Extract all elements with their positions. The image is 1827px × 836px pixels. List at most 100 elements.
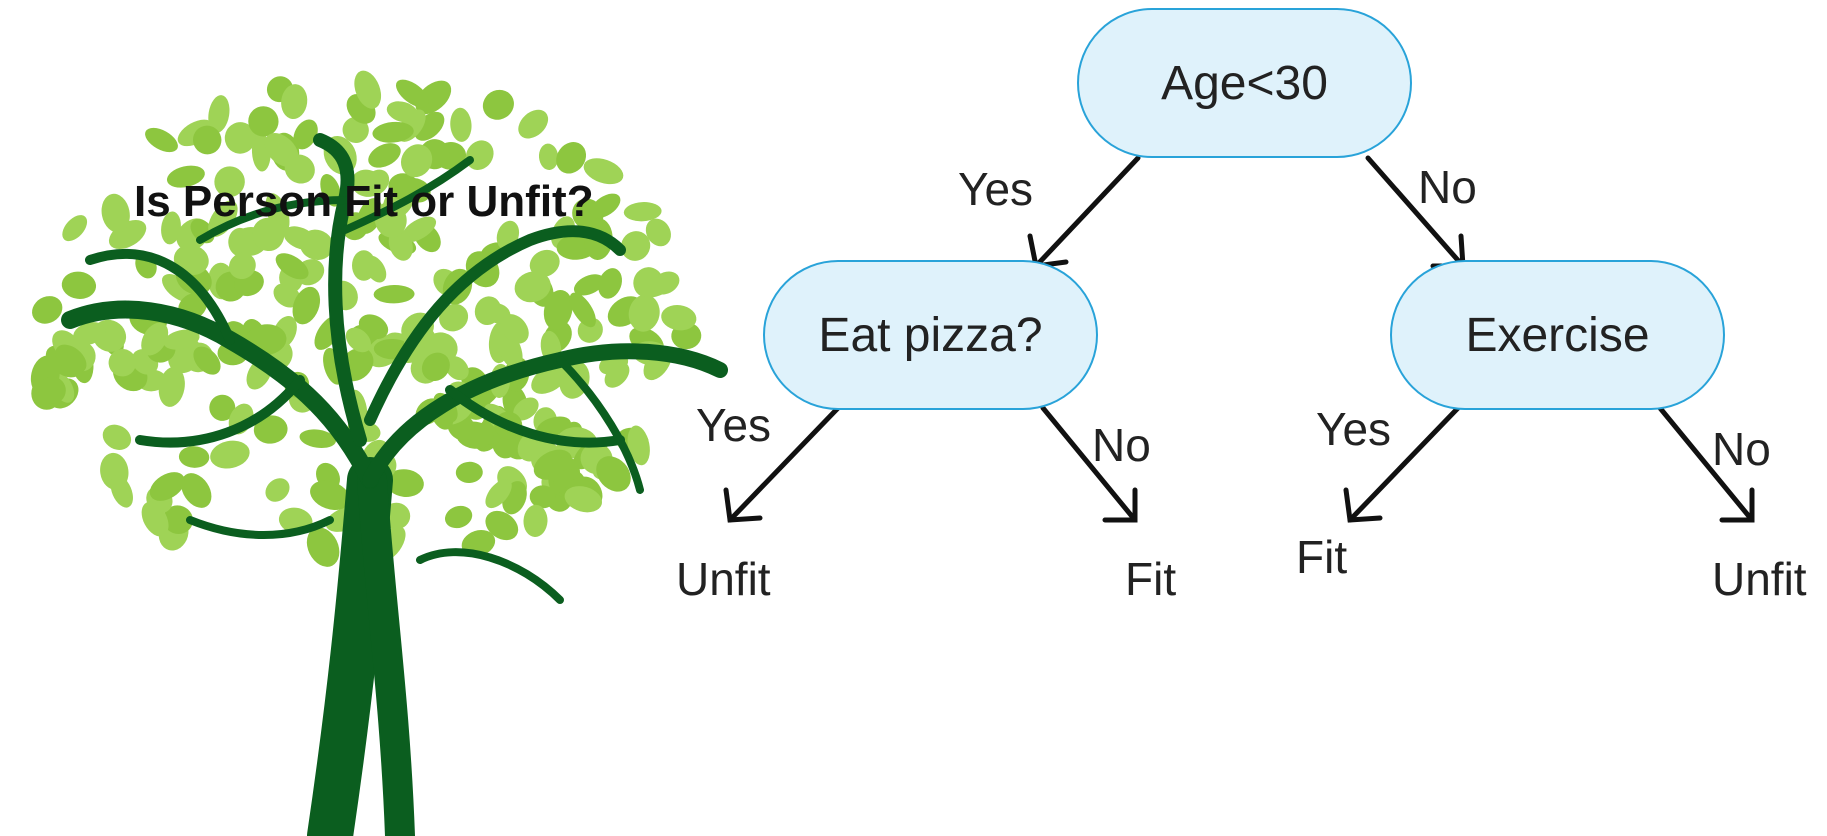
leaf-shape	[598, 268, 622, 299]
eat-pizza-node: Eat pizza?	[763, 260, 1098, 410]
arrow-right-no	[1657, 405, 1755, 523]
leaf-shape	[275, 253, 309, 280]
leaf-shape	[514, 271, 551, 303]
leaf-shape	[569, 292, 596, 328]
leaf-shape	[229, 252, 256, 280]
leaf-shape	[73, 322, 106, 345]
leaf-shape	[373, 284, 415, 304]
leaf-shape	[163, 329, 200, 350]
eat-pizza-node-label: Eat pizza?	[818, 308, 1043, 362]
leaf-shape	[386, 101, 419, 123]
leaf-shape	[248, 106, 279, 137]
leaf-shape	[543, 289, 573, 331]
leaf-shape	[102, 424, 132, 450]
tree-trunk	[61, 133, 728, 836]
leaf-shape	[193, 346, 221, 375]
leaf-shape	[299, 229, 334, 260]
leaf-shape	[395, 79, 430, 108]
leaf-shape	[450, 107, 472, 142]
leaf-shape	[354, 70, 382, 109]
leaf-shape	[178, 446, 210, 468]
leaf-pizza-yes: Unfit	[676, 553, 771, 605]
leaf-shape	[252, 217, 285, 252]
leaf-shape	[439, 303, 469, 332]
leaf-shape	[32, 296, 63, 324]
arrow-root-left	[1027, 155, 1141, 269]
leaf-shape	[482, 89, 514, 120]
leaf-shape	[281, 84, 308, 120]
leaf-shape	[556, 142, 587, 174]
leaf-shape	[163, 505, 193, 535]
leaf-shape	[583, 158, 624, 185]
leaf-shape	[292, 286, 321, 325]
leaf-shape	[149, 472, 185, 501]
leaf-shape	[564, 486, 602, 513]
leaf-shape	[273, 283, 301, 308]
leaf-shape	[158, 366, 185, 407]
leaf-shape	[145, 127, 178, 153]
edge-label-root-no: No	[1418, 161, 1477, 213]
exercise-node: Exercise	[1390, 260, 1725, 410]
leaf-shape	[523, 504, 548, 537]
leaf-shape	[529, 485, 556, 509]
leaf-shape	[529, 249, 560, 278]
leaf-shape	[485, 479, 512, 509]
leaf-shape	[590, 193, 621, 219]
leaf-shape	[628, 294, 660, 332]
leaf-shape	[214, 166, 245, 198]
leaf-shape	[253, 415, 288, 444]
edge-label-exercise-yes: Yes	[1316, 403, 1392, 455]
leaf-shape	[513, 397, 539, 421]
leaf-shape	[400, 144, 433, 178]
leaf-shape	[661, 304, 697, 331]
leaf-shape	[265, 478, 290, 502]
leaf-shape	[161, 211, 181, 245]
leaf-shape	[209, 394, 236, 421]
leaf-shape	[485, 510, 519, 541]
leaf-shape	[173, 244, 209, 276]
leaf-shape	[264, 133, 299, 167]
leaf-shape	[386, 469, 424, 497]
leaf-shape	[372, 121, 414, 143]
leaf-shape	[108, 348, 137, 377]
leaf-exercise-no: Unfit	[1712, 553, 1807, 605]
edge-label-root-yes: Yes	[958, 163, 1034, 215]
leaf-shape	[181, 473, 212, 508]
leaf-shape	[358, 314, 389, 339]
leaf-shape	[500, 314, 529, 344]
leaf-shape	[351, 169, 384, 197]
leaf-shape	[364, 255, 387, 283]
leaf-shape	[421, 352, 450, 381]
leaf-shape	[401, 216, 437, 243]
root-node-label: Age<30	[1161, 56, 1328, 110]
leaf-shape	[620, 231, 651, 261]
leaf-shape	[208, 95, 230, 133]
leaf-shape	[141, 322, 169, 356]
leaf-shape	[623, 202, 662, 222]
leaf-exercise-yes: Fit	[1296, 531, 1348, 583]
tree-illustration	[30, 70, 728, 836]
arrow-left-yes	[723, 405, 841, 523]
arrow-right-yes	[1343, 405, 1461, 523]
arrow-left-no	[1040, 405, 1138, 523]
leaf-shape	[310, 480, 350, 510]
leaf-shape	[604, 362, 630, 388]
leaf-shape	[641, 274, 678, 298]
leaf-shape	[645, 218, 671, 247]
leaf-shape	[306, 527, 340, 567]
exercise-node-label: Exercise	[1465, 308, 1650, 362]
leaf-shape	[101, 193, 130, 233]
leaf-shape	[110, 475, 133, 508]
leaf-shape	[38, 376, 66, 404]
leaf-shape	[55, 344, 87, 374]
leaf-shape	[573, 274, 605, 296]
edge-label-pizza-yes: Yes	[696, 399, 772, 451]
leaf-shape	[162, 274, 195, 303]
figure-title: Is Person Fit or Unfit?	[134, 177, 594, 226]
leaf-shape	[474, 296, 502, 326]
leaf-shape	[210, 440, 250, 469]
leaf-shape	[141, 501, 169, 537]
leaf-shape	[444, 505, 473, 529]
leaf-shape	[342, 117, 369, 143]
